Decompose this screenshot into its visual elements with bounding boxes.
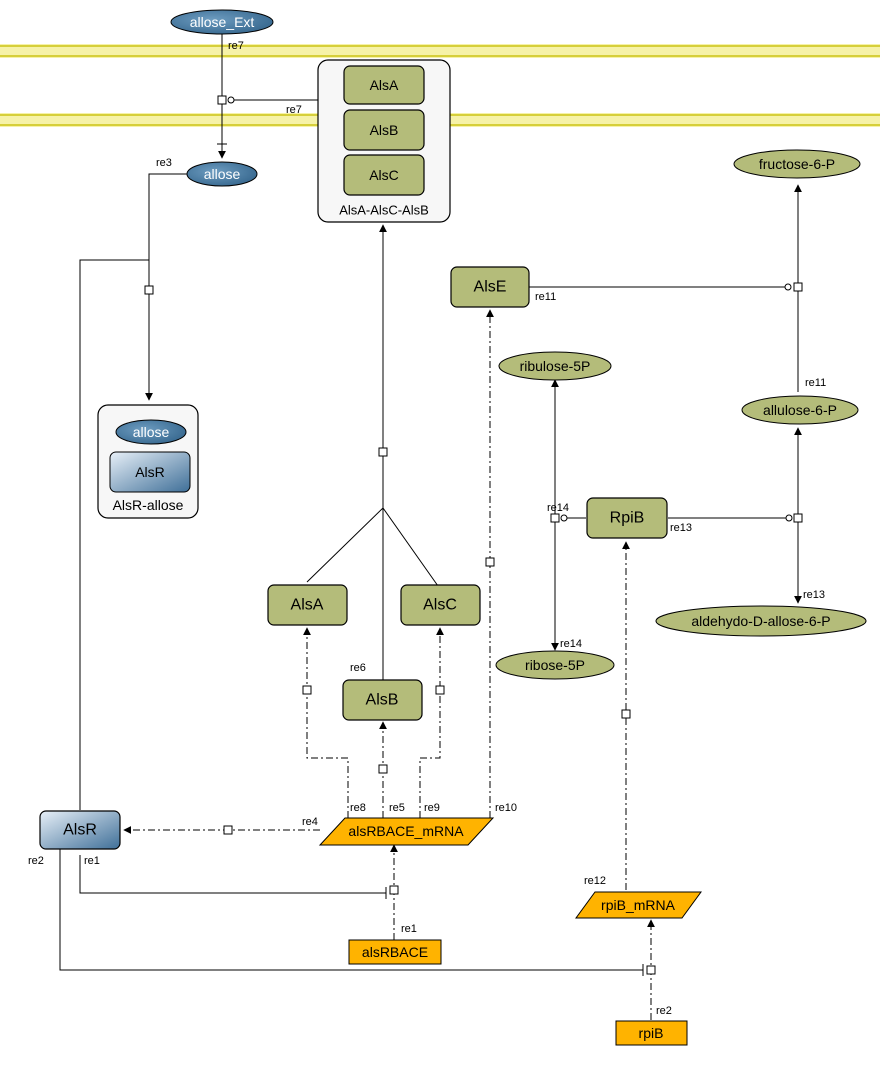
transporter-alsC[interactable]: AlsC	[343, 154, 425, 196]
svg-text:AlsR: AlsR	[135, 464, 165, 480]
svg-text:AlsB: AlsB	[370, 122, 399, 138]
reaction-markers	[144, 95, 803, 975]
re1-label-alsR: re1	[84, 855, 100, 867]
complex-inner-allose[interactable]: allose	[115, 419, 187, 445]
alsRBACE-gene-node[interactable]: alsRBACE	[348, 939, 442, 965]
alsA-node[interactable]: AlsA	[267, 584, 348, 626]
allose-ext-node[interactable]: allose_Ext	[170, 9, 274, 35]
re3-label: re3	[156, 157, 172, 169]
svg-text:alsRBACE: alsRBACE	[362, 944, 428, 960]
re13-label-rpiB: re13	[670, 522, 692, 534]
fructose-6p-node[interactable]: fructose-6-P	[733, 149, 861, 179]
svg-text:allose: allose	[204, 166, 241, 182]
svg-text:RpiB: RpiB	[610, 510, 645, 527]
re7-label-middle: re7	[286, 104, 302, 116]
alsRBACE-mrna-node[interactable]: alsRBACE_mRNA	[318, 817, 495, 846]
alsR-protein-node[interactable]: AlsR	[39, 810, 121, 850]
re7-label-top: re7	[228, 40, 244, 52]
re8-label: re8	[350, 802, 366, 814]
reaction-edges	[59, 33, 802, 976]
re10-label: re10	[495, 802, 517, 814]
svg-text:AlsE: AlsE	[474, 279, 507, 296]
svg-text:rpiB_mRNA: rpiB_mRNA	[601, 897, 676, 913]
aldehydo-allose-6p-node[interactable]: aldehydo-D-allose-6-P	[655, 605, 867, 637]
re9-label: re9	[424, 802, 440, 814]
svg-text:AlsR: AlsR	[63, 822, 97, 839]
transporter-complex-label: AlsA-AlsC-AlsB	[339, 203, 429, 218]
ribulose-5p-node[interactable]: ribulose-5P	[498, 351, 612, 381]
alsC-node[interactable]: AlsC	[400, 584, 481, 626]
svg-text:allose_Ext: allose_Ext	[190, 14, 255, 30]
re12-label: re12	[584, 875, 606, 887]
alsR-allose-complex-label: AlsR-allose	[113, 497, 184, 513]
complex-inner-alsR[interactable]: AlsR	[109, 451, 191, 493]
svg-text:allose: allose	[133, 424, 170, 440]
re2-label-alsR: re2	[28, 855, 44, 867]
re4-label: re4	[302, 816, 318, 828]
re11-label-alsE: re11	[535, 291, 556, 303]
svg-text:AlsA: AlsA	[291, 597, 324, 614]
svg-text:ribulose-5P: ribulose-5P	[520, 358, 591, 374]
re2-label-gene: re2	[656, 1005, 672, 1017]
svg-text:AlsA: AlsA	[370, 77, 399, 93]
ribose-5p-node[interactable]: ribose-5P	[495, 650, 615, 680]
transporter-alsB[interactable]: AlsB	[343, 109, 425, 151]
allose-node[interactable]: allose	[186, 161, 258, 187]
re14-label-top: re14	[547, 502, 569, 514]
svg-text:rpiB: rpiB	[639, 1025, 664, 1041]
svg-text:AlsC: AlsC	[423, 597, 457, 614]
svg-text:allulose-6-P: allulose-6-P	[763, 402, 837, 418]
svg-text:ribose-5P: ribose-5P	[525, 657, 585, 673]
rpiB-gene-node[interactable]: rpiB	[615, 1020, 688, 1046]
svg-text:alsRBACE_mRNA: alsRBACE_mRNA	[348, 823, 464, 839]
rpiB-mrna-node[interactable]: rpiB_mRNA	[575, 891, 702, 919]
svg-text:fructose-6-P: fructose-6-P	[759, 156, 835, 172]
transporter-alsA[interactable]: AlsA	[343, 65, 425, 105]
svg-text:aldehydo-D-allose-6-P: aldehydo-D-allose-6-P	[691, 613, 830, 629]
re14-label-bottom: re14	[560, 638, 582, 650]
rpiB-protein-node[interactable]: RpiB	[586, 497, 668, 539]
svg-text:AlsB: AlsB	[366, 692, 399, 709]
re6-label: re6	[350, 662, 366, 674]
re1-label-gene: re1	[401, 923, 417, 935]
re13-label-aldehydo: re13	[803, 589, 825, 601]
svg-text:AlsC: AlsC	[369, 167, 399, 183]
re11-label-allulose: re11	[805, 377, 826, 389]
alsE-node[interactable]: AlsE	[450, 266, 530, 308]
allulose-6p-node[interactable]: allulose-6-P	[741, 395, 859, 425]
re5-label: re5	[389, 802, 405, 814]
reaction-labels: re7 re7 re3 re11 re11 re14 re13 re13 re1…	[28, 40, 826, 1017]
alsB-node[interactable]: AlsB	[342, 679, 423, 721]
